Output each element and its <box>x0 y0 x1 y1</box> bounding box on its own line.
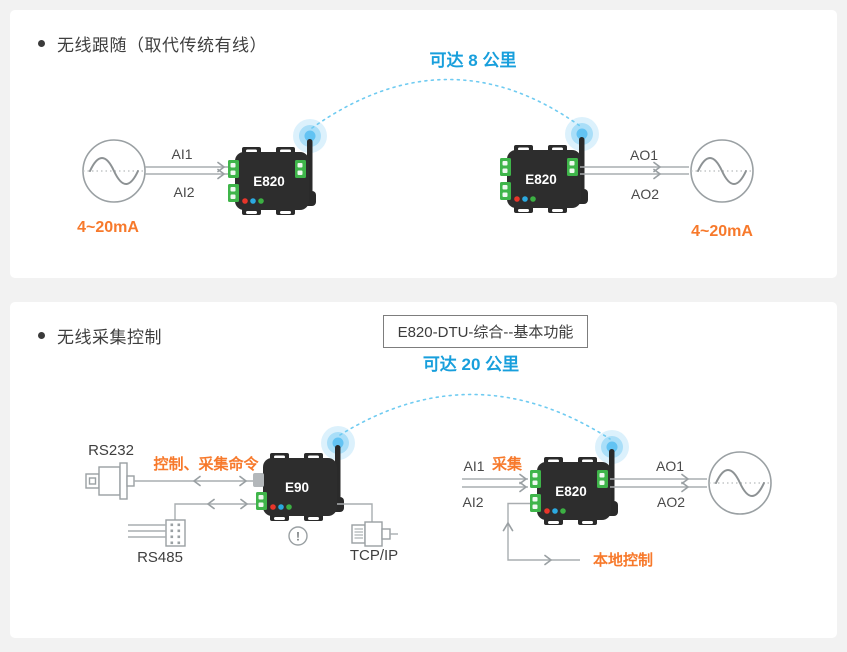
wire-label-ai1: AI1 <box>463 458 484 474</box>
wire-label-ao1: AO1 <box>656 458 684 474</box>
collect-label: 采集 <box>491 455 523 473</box>
wire-ai-pair <box>462 473 528 493</box>
tcpip-wire <box>337 503 373 522</box>
local-control-wire <box>502 502 580 566</box>
arrow-right-icon <box>519 473 527 485</box>
command-label: 控制、采集命令 <box>153 455 259 473</box>
rs232-connector-icon <box>85 462 135 500</box>
sine-source-icon <box>708 451 772 515</box>
rs485-wire <box>174 498 256 520</box>
serial-port-stub <box>253 473 264 487</box>
wireless-link-arc <box>339 393 611 440</box>
source-range-label-right: 4~20mA <box>691 223 753 240</box>
arrow-right-icon <box>653 168 661 180</box>
section-title-text: 无线采集控制 <box>57 328 162 347</box>
device-label: E820 <box>555 484 587 499</box>
wire-label-ai1: AI1 <box>171 146 192 162</box>
local-control-label: 本地控制 <box>593 551 653 569</box>
alert-icon: ! <box>288 526 308 546</box>
panel-wireless-follow: 无线跟随（取代传统有线） <box>10 10 837 278</box>
device-label: E820 <box>525 172 557 187</box>
wire-label-ai2: AI2 <box>173 184 194 200</box>
rs485-label: RS485 <box>137 549 183 566</box>
rs485-wires-left <box>128 524 166 538</box>
device-e820-right: E820 <box>500 137 588 213</box>
device-label: E90 <box>285 480 309 495</box>
device-label: E820 <box>253 174 285 189</box>
range-label: 可达 20 公里 <box>423 354 519 374</box>
range-label: 可达 8 公里 <box>430 50 517 70</box>
source-range-label-left: 4~20mA <box>77 219 139 236</box>
wire-label-ai2: AI2 <box>462 494 483 510</box>
rs232-label: RS232 <box>88 442 134 459</box>
rs485-terminal-icon <box>165 519 186 547</box>
wireless-follow-diagram: 可达 8 公里 AI1 AI2 E820 <box>77 50 754 240</box>
bullet-icon <box>38 40 45 47</box>
arrow-left-icon <box>207 498 215 510</box>
section-title-wireless-acquisition: 无线采集控制 <box>38 323 162 348</box>
wire-ai-pair <box>145 161 228 180</box>
wire-label-ao1: AO1 <box>630 147 658 163</box>
bullet-icon <box>38 332 45 339</box>
wire-ao-pair <box>610 473 707 493</box>
arrow-right-icon <box>240 498 248 510</box>
product-tag-box: E820-DTU-综合--基本功能 <box>383 315 588 348</box>
wire-label-ao2: AO2 <box>631 186 659 202</box>
ethernet-plug-icon <box>351 521 398 547</box>
wire-ao-pair <box>580 161 689 180</box>
wire-label-ao2: AO2 <box>657 494 685 510</box>
rs232-wire <box>134 475 262 487</box>
wireless-link-arc <box>311 78 581 129</box>
arrow-right-icon <box>239 475 247 487</box>
sine-source-icon <box>82 139 146 203</box>
panel-wireless-acquisition: 无线采集控制 E820-DTU-综合--基本功能 可达 20 公里 RS232 <box>10 302 837 638</box>
arrow-up-icon <box>502 522 514 532</box>
arrow-left-icon <box>193 475 201 487</box>
arrow-right-icon <box>681 473 689 485</box>
arrow-right-icon <box>519 481 527 493</box>
tcpip-label: TCP/IP <box>350 547 398 564</box>
arrow-right-icon <box>681 481 689 493</box>
device-e820: E820 <box>530 449 618 525</box>
device-e90: E90 <box>253 445 344 521</box>
device-e820-left: E820 <box>228 139 316 215</box>
arrow-right-icon <box>544 554 552 566</box>
arrow-right-icon <box>217 168 225 180</box>
sine-source-icon <box>690 139 754 203</box>
wireless-acquisition-diagram: 可达 20 公里 RS232 控制、采集命令 <box>85 354 772 569</box>
section-title-wireless-follow: 无线跟随（取代传统有线） <box>38 31 267 56</box>
section-title-text: 无线跟随（取代传统有线） <box>57 36 267 55</box>
svg-text:!: ! <box>296 530 300 544</box>
